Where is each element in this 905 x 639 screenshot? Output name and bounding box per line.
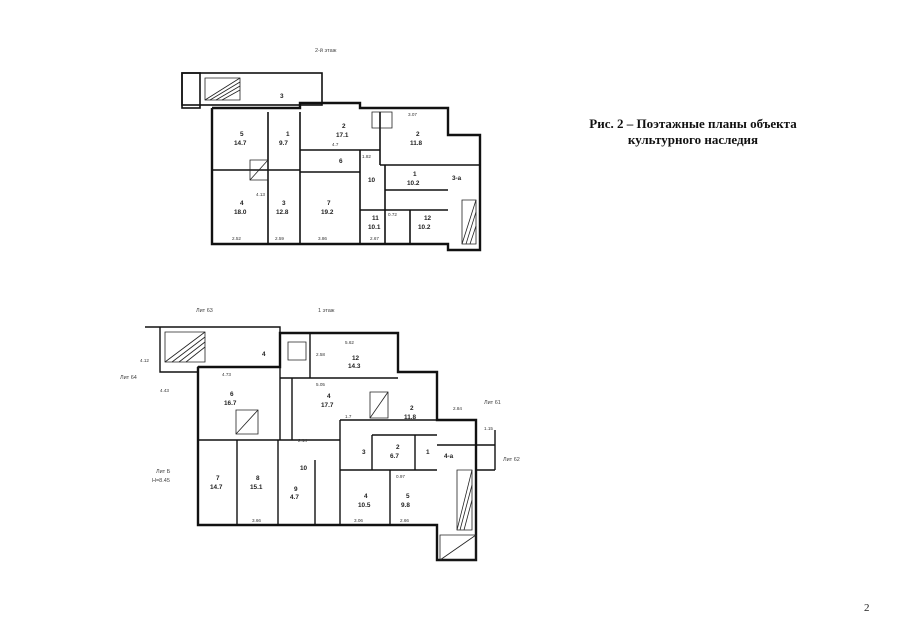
- lower-room-4b-num: 4: [327, 393, 331, 400]
- upper-room-12-num: 12: [424, 215, 432, 222]
- lower-room-8-num: 8: [256, 475, 260, 482]
- upper-room-6-num: 6: [339, 158, 343, 165]
- upper-room-11-area: 10.1: [368, 224, 381, 231]
- upper-room-1-area: 9.7: [279, 140, 288, 147]
- upper-room-2-num: 2: [342, 123, 346, 130]
- upper-floor-title: 2-й этаж: [315, 47, 337, 54]
- upper-room-3: 3: [280, 93, 284, 100]
- lower-dim: 1.15: [484, 426, 493, 431]
- upper-room-10-num: 10: [368, 177, 376, 184]
- lower-room-2s-num: 2: [396, 444, 400, 451]
- upper-room-3a: 3-а: [452, 175, 462, 182]
- lit-b-label: Лит Б: [156, 469, 171, 475]
- lower-dim: 2.84: [453, 406, 462, 411]
- lower-room-7-area: 14.7: [210, 484, 223, 491]
- lower-room-3-num: 3: [362, 449, 366, 456]
- figure-caption: Рис. 2 – Поэтажные планы объекта культур…: [548, 116, 838, 148]
- page-number: 2: [864, 602, 870, 614]
- lower-dim: 4.12: [140, 358, 149, 363]
- upper-dim: 2.52: [232, 236, 241, 241]
- upper-dim: 4.13: [256, 192, 265, 197]
- upper-dim: 1.82: [362, 154, 371, 159]
- lower-room-4c-area: 10.5: [358, 502, 371, 509]
- lit-64-label: Лит 64: [120, 375, 137, 381]
- lower-dim: 2.66: [400, 518, 409, 523]
- lower-room-6-num: 6: [230, 391, 234, 398]
- lower-room-12-num: 12: [352, 355, 360, 362]
- upper-room-12-area: 10.2: [418, 224, 431, 231]
- lower-room-12-area: 14.3: [348, 363, 361, 370]
- upper-dim: 0.72: [388, 212, 397, 217]
- upper-dim: 3.86: [318, 236, 327, 241]
- lower-room-8-area: 15.1: [250, 484, 263, 491]
- upper-dim: 4.7: [332, 142, 339, 147]
- upper-room-2r-area: 11.8: [410, 140, 423, 147]
- upper-room-3b-num: 3: [282, 200, 286, 207]
- upper-room-1-num: 1: [286, 131, 290, 138]
- lower-dim: 3.06: [354, 518, 363, 523]
- lower-room-5-area: 9.8: [401, 502, 410, 509]
- lower-dim: 4.43: [160, 388, 169, 393]
- lit-61-label: Лит 61: [484, 400, 501, 406]
- lower-room-2s-area: 6.7: [390, 453, 399, 460]
- upper-dim: 2.67: [370, 236, 379, 241]
- lower-room-4b-area: 17.7: [321, 402, 334, 409]
- lower-dim: 2.58: [316, 352, 325, 357]
- lower-dim: 2.14: [298, 438, 307, 443]
- upper-room-3b-area: 12.8: [276, 209, 289, 216]
- lower-dim: 5.62: [345, 340, 354, 345]
- upper-room-1r-area: 10.2: [407, 180, 420, 187]
- lower-room-4c-num: 4: [364, 493, 368, 500]
- lower-dim: 4.73: [222, 372, 231, 377]
- lower-room-7-num: 7: [216, 475, 220, 482]
- lower-room-9-num: 9: [294, 486, 298, 493]
- upper-dim: 3.07: [408, 112, 417, 117]
- upper-room-4-num: 4: [240, 200, 244, 207]
- lower-dim: 0.97: [396, 474, 405, 479]
- lower-dim: 1.7: [345, 414, 352, 419]
- caption-line-1: Рис. 2 – Поэтажные планы объекта: [589, 116, 797, 131]
- lower-room-9-area: 4.7: [290, 494, 299, 501]
- lit-b-height: Н=8.45: [152, 478, 170, 484]
- upper-room-11-num: 11: [372, 215, 379, 222]
- lower-dim: 5.05: [316, 382, 325, 387]
- lit-63-label: Лит 63: [196, 308, 213, 314]
- upper-room-2r-num: 2: [416, 131, 420, 138]
- lower-dim: 3.66: [252, 518, 261, 523]
- caption-line-2: культурного наследия: [627, 132, 759, 147]
- lower-room-1-num: 1: [426, 449, 430, 456]
- lower-room-2-area: 11.8: [404, 414, 417, 421]
- lower-room-4: 4: [262, 351, 266, 358]
- upper-room-5-num: 5: [240, 131, 244, 138]
- lower-room-2-num: 2: [410, 405, 414, 412]
- upper-room-7-area: 19.2: [321, 209, 334, 216]
- upper-room-2-area: 17.1: [336, 132, 349, 139]
- lower-room-10-num: 10: [300, 465, 308, 472]
- upper-room-4-area: 18.0: [234, 209, 247, 216]
- upper-room-5-area: 14.7: [234, 140, 247, 147]
- lower-room-4a: 4-а: [444, 453, 454, 460]
- upper-room-7-num: 7: [327, 200, 331, 207]
- lower-room-6-area: 16.7: [224, 400, 237, 407]
- upper-dim: 2.59: [275, 236, 284, 241]
- lower-floor-title: 1 этаж: [318, 308, 335, 314]
- upper-room-1r-num: 1: [413, 171, 417, 178]
- lower-room-5-num: 5: [406, 493, 410, 500]
- lit-62-label: Лит 62: [503, 457, 520, 463]
